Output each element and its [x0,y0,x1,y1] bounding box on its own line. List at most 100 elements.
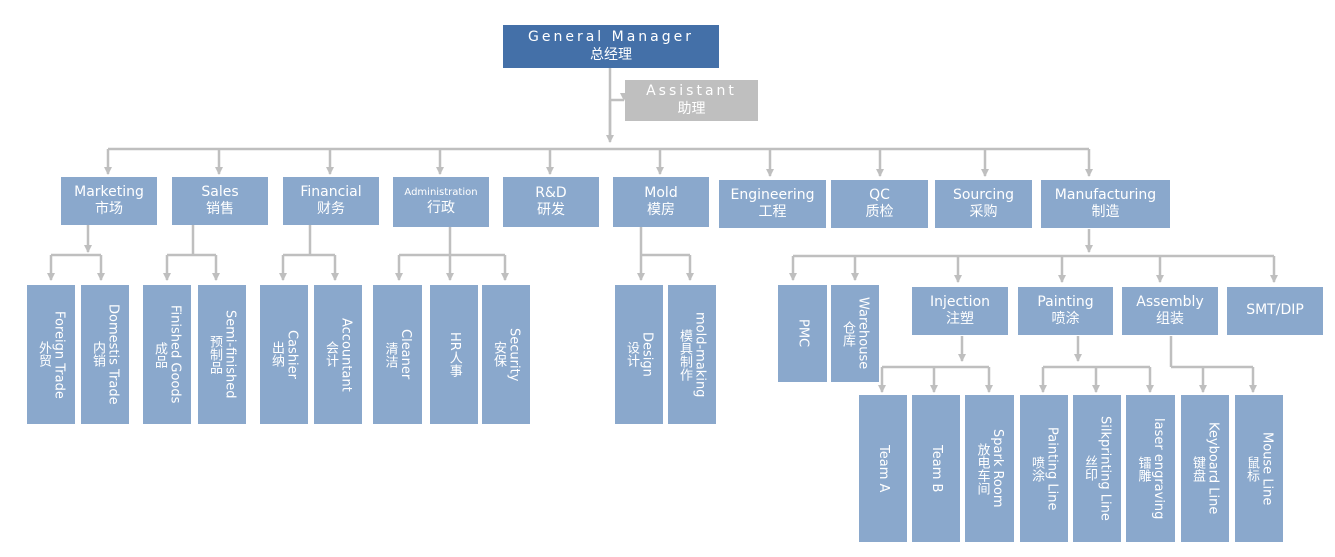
team-painting-line-zh: 喷涂 [1029,455,1044,482]
sub-painting-zh: 喷涂 [1051,311,1080,327]
team-mouse-line-zh: 鼠标 [1244,455,1259,482]
dept-sourcing: Sourcing 采购 [935,180,1032,228]
dept-sales-en: Sales [201,183,239,200]
sub-cashier-en: Cashier [284,329,300,379]
team-silkprinting-line-en: Silkprinting Line [1097,416,1113,521]
sub-semi-finished-zh: 预制品 [207,335,222,374]
sub-assembly: Assembly 组装 [1122,287,1218,335]
dept-administration-zh: 行政 [427,199,455,216]
dept-administration-en: Administration [404,187,478,198]
sub-injection: Injection 注塑 [912,287,1008,335]
team-b-en: Team B [928,444,944,493]
dept-qc-en: QC [869,186,890,203]
sub-injection-zh: 注塑 [946,311,974,327]
dept-engineering: Engineering 工程 [719,180,826,228]
sub-design-zh: 设计 [624,341,639,368]
sub-accountant-zh: 会计 [323,341,338,368]
dept-manufacturing-zh: 制造 [1091,204,1120,220]
sub-pmc: PMC [778,285,827,382]
sub-semi-finished-en: Semi-finished [222,310,238,399]
dept-marketing-en: Marketing [74,183,144,200]
dept-marketing-zh: 市场 [95,201,123,217]
dept-sales: Sales 销售 [172,177,268,225]
sub-security-zh: 安保 [491,341,506,368]
dept-qc: QC 质检 [831,180,928,228]
dept-manufacturing-en: Manufacturing [1054,186,1157,203]
sub-mold-making-zh: 模具制作 [677,328,692,381]
team-a-en: Team A [875,444,891,493]
dept-engineering-en: Engineering [730,186,815,203]
sub-warehouse-zh: 仓库 [840,320,855,347]
sub-hr-en: HR [446,332,462,351]
team-keyboard-line-en: Keyboard Line [1205,422,1221,515]
sub-cleaner-en: Cleaner [398,329,414,380]
sub-domestis-trade-zh: 内销 [90,341,105,368]
sub-design-en: Design [639,332,655,377]
sub-pmc-en: PMC [795,319,811,348]
dept-mold-zh: 模房 [647,202,675,218]
sub-foreign-trade-zh: 外贸 [36,341,51,368]
dept-rnd-en: R&D [535,184,567,201]
sub-cleaner-zh: 清洁 [382,341,398,368]
team-laser-engraving-zh: 镭雕 [1135,455,1151,482]
sub-cashier-zh: 出纳 [269,341,284,368]
team-silkprinting-line-zh: 丝印 [1082,455,1097,482]
team-mouse-line-en: Mouse Line [1259,431,1275,506]
sub-hr-zh: 人事 [446,350,462,377]
dept-administration: Administration 行政 [393,177,489,227]
sub-finished-goods-zh: 成品 [152,341,167,368]
dept-mold-en: Mold [644,184,678,201]
sub-assembly-zh: 组装 [1156,311,1184,327]
team-painting-line-en: Painting Line [1044,426,1060,511]
dept-sourcing-en: Sourcing [952,186,1015,203]
dept-manufacturing: Manufacturing 制造 [1041,180,1170,228]
dept-mold: Mold 模房 [613,177,709,227]
team-spark-room-zh: 放电车间 [974,442,990,495]
sub-domestis-trade-en: Domestis Trade [105,304,121,405]
team-keyboard-line-zh: 键盘 [1190,455,1205,482]
sub-smt-dip: SMT/DIP [1227,287,1323,335]
sub-smt-dip-en: SMT/DIP [1246,302,1304,319]
assistant-zh: 助理 [677,100,706,117]
assistant-en: Assistant [646,83,737,99]
dept-sales-zh: 销售 [206,201,234,217]
sub-painting: Painting 喷涂 [1018,287,1113,335]
general-manager-zh: 总经理 [590,46,632,63]
dept-marketing: Marketing 市场 [61,177,157,225]
sub-warehouse-en: Warehouse [855,297,871,370]
team-b: Team B [912,395,960,542]
sub-finished-goods-en: Finished Goods [167,305,183,404]
sub-accountant-en: Accountant [338,317,354,392]
team-a: Team A [859,395,907,542]
dept-financial: Financial 财务 [283,177,379,225]
general-manager-box: General Manager 总经理 [503,25,719,68]
dept-sourcing-zh: 采购 [969,204,998,220]
sub-security-en: Security [506,327,522,382]
sub-injection-en: Injection [929,293,991,310]
sub-foreign-trade-en: Foreign Trade [51,310,67,399]
general-manager-en: General Manager [528,29,694,45]
team-spark-room-en: Spark Room [990,429,1006,508]
dept-financial-en: Financial [300,183,362,200]
dept-engineering-zh: 工程 [758,204,787,220]
dept-financial-zh: 财务 [317,201,345,217]
dept-qc-zh: 质检 [865,204,894,220]
